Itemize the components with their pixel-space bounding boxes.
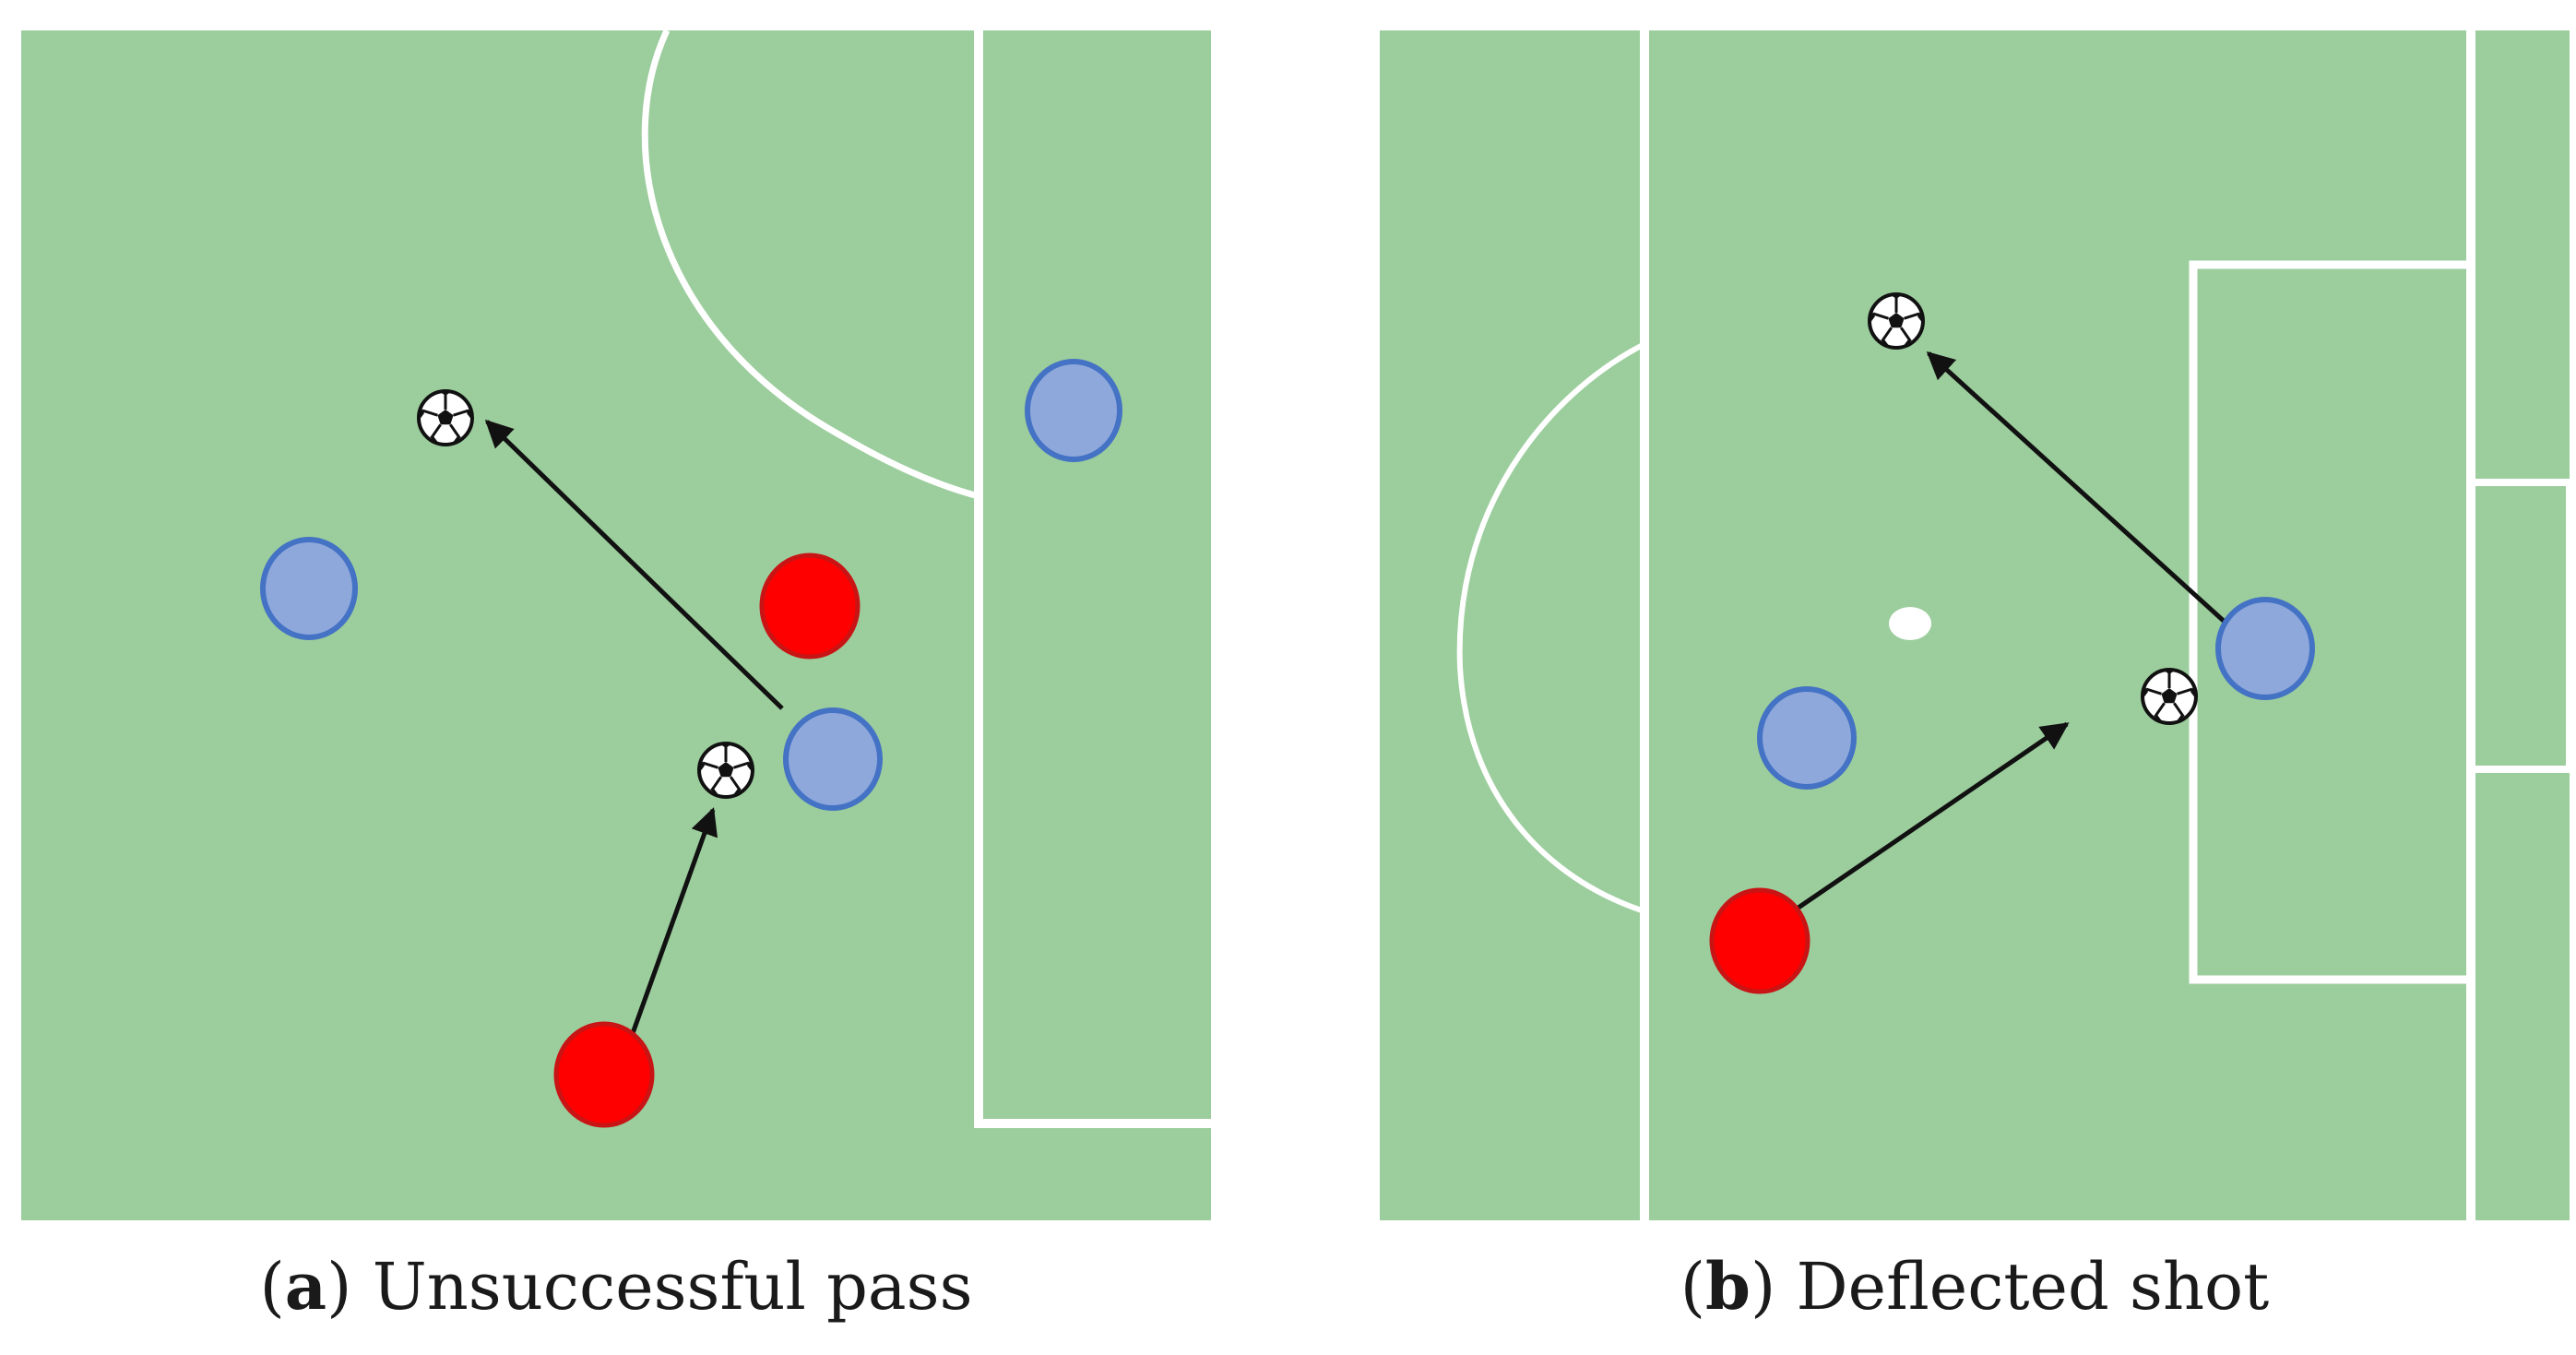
panel-a: (a) Unsuccessful pass — [0, 0, 1217, 1355]
pitch-b-turf — [1380, 30, 2570, 1220]
caption-a: (a) Unsuccessful pass — [259, 1248, 973, 1325]
soccer-ball-icon — [1868, 292, 1925, 350]
pitch-a — [21, 30, 1211, 1220]
soccer-ball-icon — [2141, 668, 2198, 725]
shot-arrow — [1791, 721, 2070, 914]
penalty-arc-line — [1456, 341, 1646, 914]
caption-b: (b) Deflected shot — [1680, 1248, 2270, 1325]
soccer-ball-icon — [697, 742, 754, 799]
pitch-a-turf — [21, 30, 1211, 1220]
pass-arrow — [629, 807, 718, 1037]
goal-frame — [2467, 479, 2570, 773]
panel-b: (b) Deflected shot — [1359, 0, 2576, 1355]
pitch-b — [1380, 30, 2570, 1220]
red-player-passer — [553, 1021, 655, 1128]
penalty-arc-line — [641, 30, 979, 500]
blue-player-defender — [2215, 597, 2315, 700]
red-player-upper — [759, 553, 861, 660]
deflection-arrow — [484, 419, 784, 710]
penalty-spot — [1889, 607, 1931, 640]
blue-player-defender — [783, 707, 883, 811]
caption-b-letter: b — [1705, 1248, 1751, 1325]
red-player-shooter — [1709, 887, 1810, 994]
caption-a-letter: a — [284, 1248, 327, 1325]
deflection-arrow — [1926, 351, 2227, 624]
blue-player-left — [1757, 686, 1857, 790]
blue-player-left — [260, 537, 358, 640]
caption-a-text: Unsuccessful pass — [372, 1249, 973, 1325]
caption-b-text: Deflected shot — [1796, 1249, 2270, 1325]
blue-player-box — [1025, 359, 1122, 462]
soccer-ball-icon — [417, 389, 474, 446]
penalty-box-line — [974, 30, 1211, 1128]
